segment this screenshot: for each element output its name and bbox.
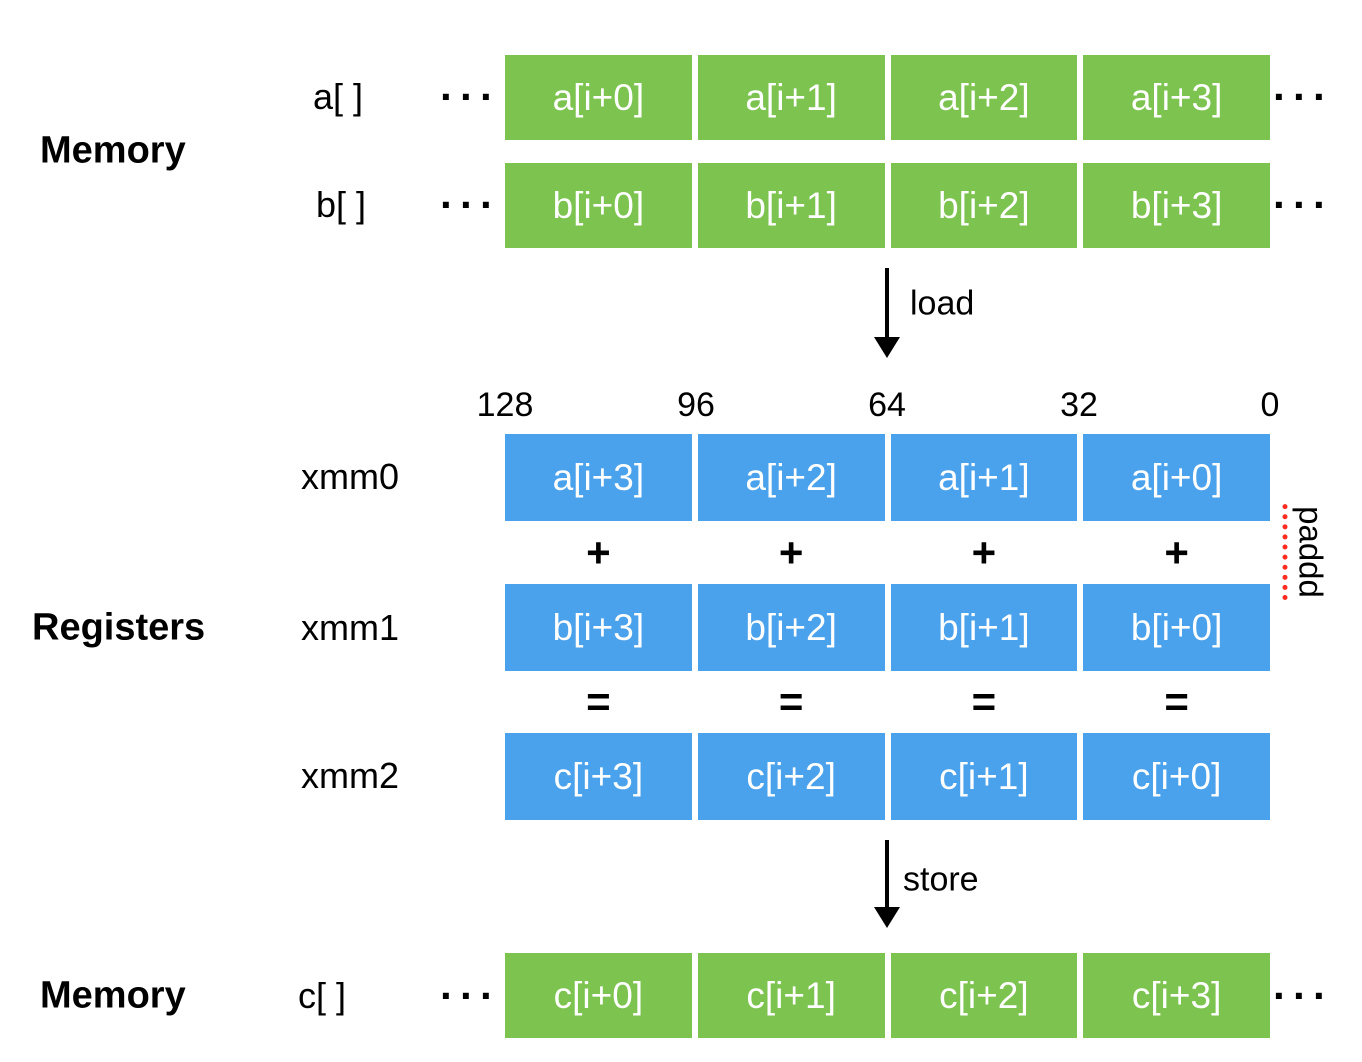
register-cell: c[i+0]: [1083, 733, 1270, 820]
store-arrowhead-icon: [874, 907, 900, 928]
load-arrowhead-icon: [874, 337, 900, 358]
load-arrow-label: load: [910, 284, 975, 323]
xmm0-label: xmm0: [301, 456, 399, 497]
registers-label: Registers: [32, 606, 206, 649]
register-row-xmm1: b[i+3] b[i+2] b[i+1] b[i+0]: [505, 584, 1270, 671]
memory-cell: c[i+2]: [890, 953, 1078, 1038]
memory-cell: c[i+0]: [505, 953, 692, 1038]
paddd-instruction-label: paddd: [1282, 504, 1330, 600]
array-b-label: b[ ]: [315, 184, 367, 225]
plus-operator: +: [971, 528, 997, 576]
ellipsis-left-a: ···: [440, 73, 500, 120]
memory-cell: c[i+3]: [1083, 953, 1270, 1038]
store-arrow: [885, 840, 889, 908]
memory-cell: a[i+0]: [505, 55, 692, 140]
equals-operator: =: [586, 678, 611, 725]
ellipsis-right-b: ···: [1273, 181, 1333, 228]
bit-label-32: 32: [1060, 386, 1098, 424]
memory-cell: b[i+1]: [697, 163, 885, 248]
bit-label-96: 96: [677, 386, 715, 424]
ellipsis-right-c: ···: [1273, 972, 1333, 1019]
ellipsis-right-a: ···: [1273, 73, 1333, 120]
memory-cell: a[i+3]: [1083, 55, 1270, 140]
register-row-xmm0: a[i+3] a[i+2] a[i+1] a[i+0]: [505, 434, 1270, 521]
equals-operator: =: [1164, 678, 1189, 725]
xmm1-label: xmm1: [301, 607, 399, 648]
memory-cell: b[i+2]: [890, 163, 1078, 248]
register-cell: a[i+1]: [890, 434, 1078, 521]
memory-cell: a[i+1]: [697, 55, 885, 140]
memory-cell: a[i+2]: [890, 55, 1078, 140]
register-cell: a[i+0]: [1083, 434, 1270, 521]
memory-row-a: a[i+0] a[i+1] a[i+2] a[i+3]: [505, 55, 1270, 140]
bit-index-labels: 128 96 64 32 0: [477, 386, 1280, 426]
plus-operator: +: [586, 528, 611, 576]
register-cell: b[i+2]: [697, 584, 885, 671]
store-arrow-label: store: [903, 860, 979, 899]
bit-label-64: 64: [868, 386, 906, 424]
register-cell: c[i+1]: [890, 733, 1078, 820]
xmm2-label: xmm2: [301, 755, 399, 796]
register-cell: a[i+3]: [505, 434, 692, 521]
memory-cell: b[i+3]: [1083, 163, 1270, 248]
register-cell: c[i+2]: [697, 733, 885, 820]
plus-operator: +: [778, 528, 804, 576]
memory-bottom-label: Memory: [40, 974, 186, 1017]
register-row-xmm2: c[i+3] c[i+2] c[i+1] c[i+0]: [505, 733, 1270, 820]
bit-label-128: 128: [476, 386, 534, 424]
ellipsis-left-c: ···: [440, 972, 500, 1019]
equals-operator: =: [971, 678, 997, 725]
array-c-label: c[ ]: [297, 975, 347, 1016]
memory-row-b: b[i+0] b[i+1] b[i+2] b[i+3]: [505, 163, 1270, 248]
register-cell: c[i+3]: [505, 733, 692, 820]
register-cell: b[i+1]: [890, 584, 1078, 671]
plus-operator-row: + + + +: [505, 521, 1270, 584]
memory-row-c: c[i+0] c[i+1] c[i+2] c[i+3]: [505, 953, 1270, 1038]
register-cell: b[i+3]: [505, 584, 692, 671]
memory-cell: c[i+1]: [697, 953, 885, 1038]
register-cell: b[i+0]: [1083, 584, 1270, 671]
memory-top-label: Memory: [40, 129, 186, 172]
equals-operator: =: [778, 678, 804, 725]
bit-label-0: 0: [1260, 386, 1280, 424]
equals-operator-row: = = = =: [505, 671, 1270, 733]
memory-cell: b[i+0]: [505, 163, 692, 248]
register-cell: a[i+2]: [697, 434, 885, 521]
load-arrow: [885, 268, 889, 338]
ellipsis-left-b: ···: [440, 181, 500, 228]
array-a-label: a[ ]: [312, 76, 364, 117]
plus-operator: +: [1164, 528, 1189, 576]
